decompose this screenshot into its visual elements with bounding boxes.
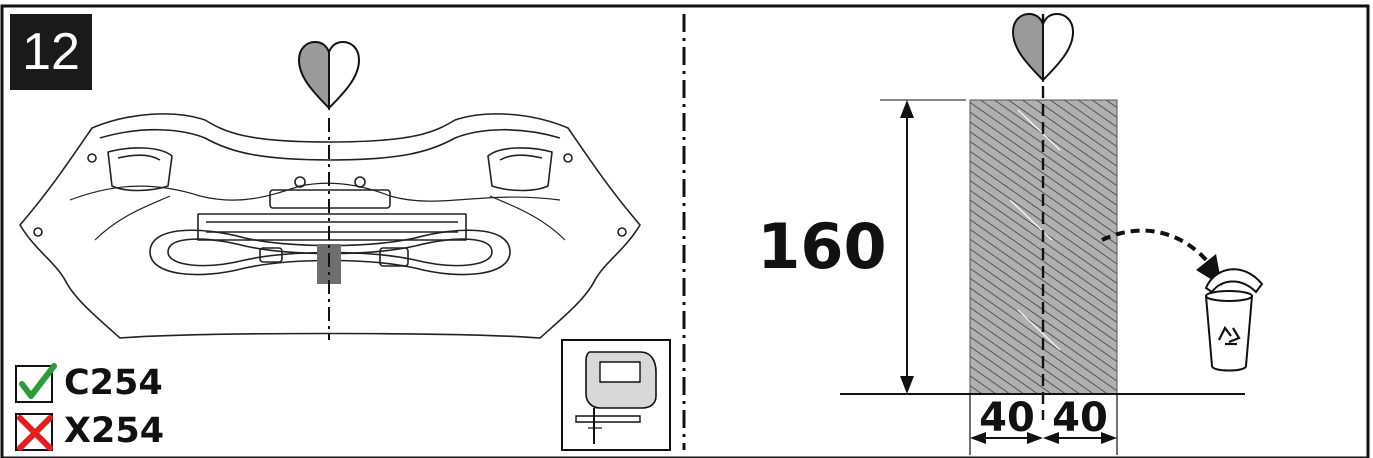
bumper-drawing [19,113,641,339]
cross-icon [15,413,53,451]
height-label: 160 [757,210,886,283]
hatch-highlight [1009,199,1053,241]
width-dimension [969,394,1118,455]
jigsaw-icon [561,339,671,451]
width-right-label: 40 [1052,395,1108,441]
discard-arrow [1101,228,1222,286]
heart-icon [297,40,361,111]
hatch-highlight [1017,109,1061,151]
recycle-bin-icon [1204,268,1264,372]
height-dimension [880,99,966,394]
variant-row-allowed: C254 [14,362,163,404]
variant-code-allowed: C254 [64,363,163,403]
check-icon [15,363,57,403]
variant-row-not-allowed: X254 [14,410,164,452]
variant-code-not-allowed: X254 [64,411,165,451]
step-number-badge: 12 [10,14,92,90]
heart-icon [1011,12,1075,83]
hatch-highlight [1017,309,1061,351]
outer-frame [0,4,1370,458]
width-left-label: 40 [979,395,1035,441]
